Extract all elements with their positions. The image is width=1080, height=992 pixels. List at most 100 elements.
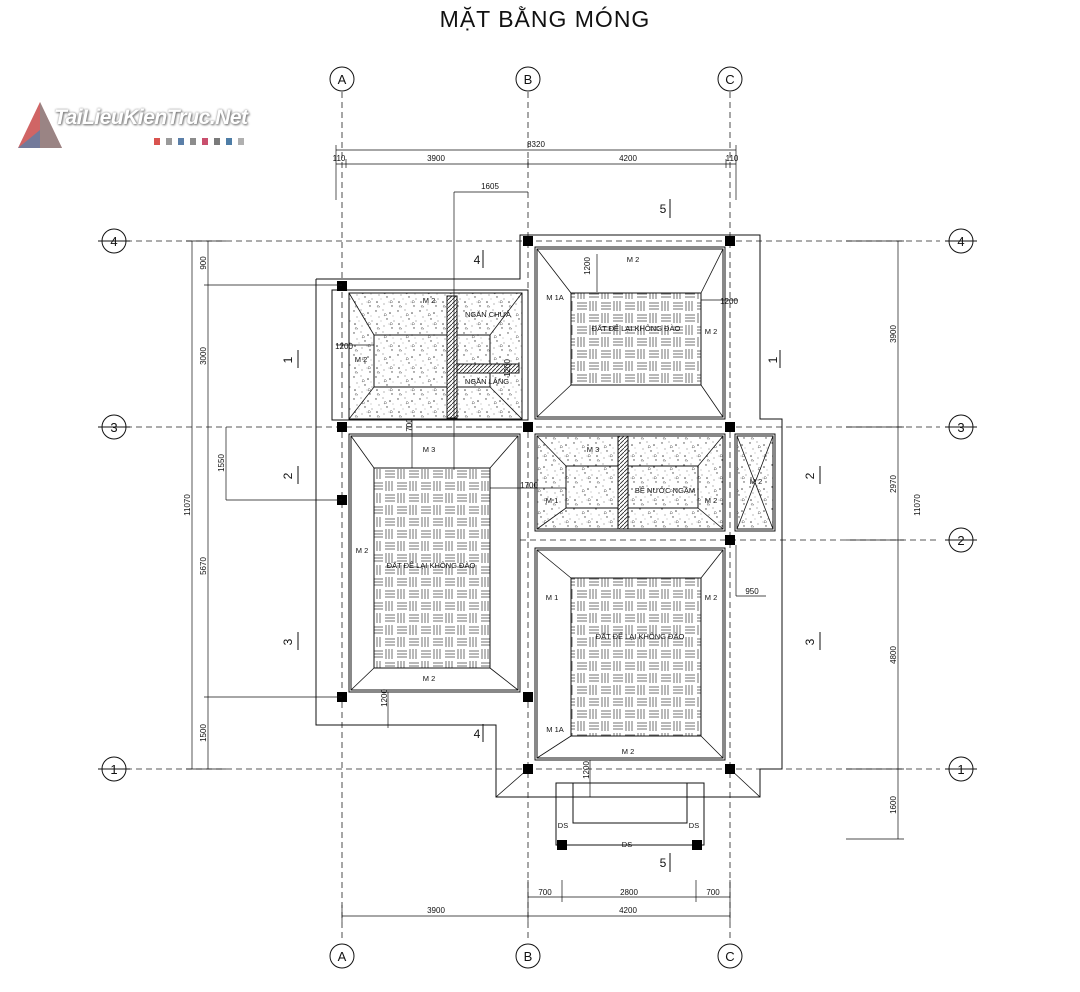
watermark-logo: TaiLieuKienTruc.Net <box>14 100 264 156</box>
label-dat-de-lai-1: ĐẤT ĐỂ LẠI KHÔNG ĐÀO <box>592 323 681 333</box>
section-1-right: 1 <box>766 356 780 363</box>
ds-strip <box>555 782 705 846</box>
section-2-right: 2 <box>803 472 817 479</box>
dim-left-5670: 5670 <box>199 557 208 575</box>
svg-text:A: A <box>338 72 347 87</box>
label-m1-a: M 1 <box>546 496 559 505</box>
svg-text:B: B <box>524 949 533 964</box>
label-m2-j: M 2 <box>622 747 635 756</box>
dim-top-1605: 1605 <box>481 182 499 191</box>
dim-top-110-left: 110 <box>333 154 346 163</box>
dim-inner-950: 950 <box>745 587 759 596</box>
dim-inner-1700: 1700 <box>520 481 538 490</box>
footing-outlines <box>315 234 783 846</box>
dim-inner-1200-a: 1200 <box>583 257 592 275</box>
section-4-top: 4 <box>474 253 481 267</box>
dim-inner-1200-d: 1200 <box>380 689 389 707</box>
watermark-color-bar <box>226 138 232 145</box>
section-1-left: 1 <box>281 356 295 363</box>
label-m2-e: M 2 <box>356 546 369 555</box>
dim-bottom-2800: 2800 <box>620 888 638 897</box>
label-m2-i: M 2 <box>705 593 718 602</box>
label-be-nuoc: BỂ NƯỚC NGẦM <box>635 485 695 495</box>
svg-text:C: C <box>725 949 734 964</box>
dim-inner-1200-b: 1200 <box>720 297 738 306</box>
label-m2-g: M 2 <box>705 496 718 505</box>
grid-bubbles: A A B B C C 4 4 3 3 2 1 1 <box>98 66 977 969</box>
label-m2-c: M 2 <box>627 255 640 264</box>
dim-top-total: 8320 <box>527 140 545 149</box>
dim-left-total: 11070 <box>183 494 192 516</box>
logo-triangle-icon <box>18 102 62 148</box>
watermark-color-bar <box>214 138 220 145</box>
dim-top-3900: 3900 <box>427 154 445 163</box>
section-3-right: 3 <box>803 638 817 645</box>
svg-text:C: C <box>725 72 734 87</box>
dimension-lines <box>186 145 904 922</box>
pad-top-right <box>536 248 724 418</box>
label-m3-a: M 3 <box>423 445 436 454</box>
watermark-color-bar <box>166 138 172 145</box>
dim-left-900: 900 <box>199 256 208 270</box>
dim-inner-1200-e: 1200 <box>582 761 591 779</box>
grid-bubble-bottom-b: B <box>515 943 541 969</box>
dim-top-110-right: 110 <box>726 154 739 163</box>
drawing-title: MẶT BẰNG MÓNG <box>439 6 651 32</box>
section-4-bottom: 4 <box>474 727 481 741</box>
svg-text:A: A <box>338 949 347 964</box>
label-m2-f: M 2 <box>423 674 436 683</box>
dim-left-1550: 1550 <box>217 454 226 472</box>
dim-right-4800: 4800 <box>889 646 898 664</box>
label-ds-a: DS <box>558 821 568 830</box>
grid-bubble-top-b: B <box>515 66 541 92</box>
dim-right-2970: 2970 <box>889 475 898 493</box>
dim-inner-1200-c: 1200 <box>335 342 353 351</box>
pad-mid-left <box>350 435 519 691</box>
label-ngan-chua: NGĂN CHỨA <box>465 310 511 319</box>
pad-bottom-right <box>536 549 724 759</box>
svg-text:B: B <box>524 72 533 87</box>
dim-bottom-4200: 4200 <box>619 906 637 915</box>
dim-right-total: 11070 <box>913 494 922 516</box>
section-3-left: 3 <box>281 638 295 645</box>
label-ds-b: DS <box>689 821 699 830</box>
dim-bottom-700-left: 700 <box>538 888 552 897</box>
dim-left-3000: 3000 <box>199 347 208 365</box>
section-marks <box>297 199 821 872</box>
watermark-color-bar <box>202 138 208 145</box>
label-ngan-lang: NGĂN LẮNG <box>465 377 509 386</box>
label-dat-de-lai-2: ĐẤT ĐỂ LẠI KHÔNG ĐÀO <box>387 560 476 570</box>
pad-top-left <box>348 292 523 420</box>
label-dat-de-lai-3: ĐẤT ĐỂ LẠI KHÔNG ĐÀO <box>596 631 685 641</box>
label-m2-h: M 2 <box>750 477 763 486</box>
label-m3-b: M 3 <box>587 445 600 454</box>
dim-right-1600: 1600 <box>889 796 898 814</box>
label-m1-b: M 1 <box>546 593 559 602</box>
dim-bottom-700-right: 700 <box>706 888 720 897</box>
dim-inner-700: 700 <box>405 418 414 432</box>
dim-bottom-3900: 3900 <box>427 906 445 915</box>
label-ds-c: DS <box>622 840 632 849</box>
label-m2-b: M 2 <box>355 355 368 364</box>
dim-right-3900: 3900 <box>889 325 898 343</box>
section-5-top: 5 <box>660 202 667 216</box>
watermark-color-bar <box>154 138 160 145</box>
watermark-color-bar <box>178 138 184 145</box>
dim-inner-1200-f: 1200 <box>503 359 512 377</box>
dim-top-4200: 4200 <box>619 154 637 163</box>
label-m2-d: M 2 <box>705 327 718 336</box>
dim-left-1500: 1500 <box>199 724 208 742</box>
pad-mid-right <box>536 435 774 530</box>
grid-bubble-top-c: C <box>717 66 743 92</box>
watermark-text: TaiLieuKienTruc.Net <box>54 106 248 129</box>
label-m2-a: M 2 <box>423 296 436 305</box>
grid-bubble-bottom-a: A <box>329 943 355 969</box>
section-5-bottom: 5 <box>660 856 667 870</box>
section-2-left: 2 <box>281 472 295 479</box>
grid-axes <box>126 92 940 940</box>
grid-bubble-top-a: A <box>329 66 355 92</box>
grid-bubble-bottom-c: C <box>717 943 743 969</box>
watermark-color-bar <box>190 138 196 145</box>
watermark-color-bar <box>238 138 244 145</box>
